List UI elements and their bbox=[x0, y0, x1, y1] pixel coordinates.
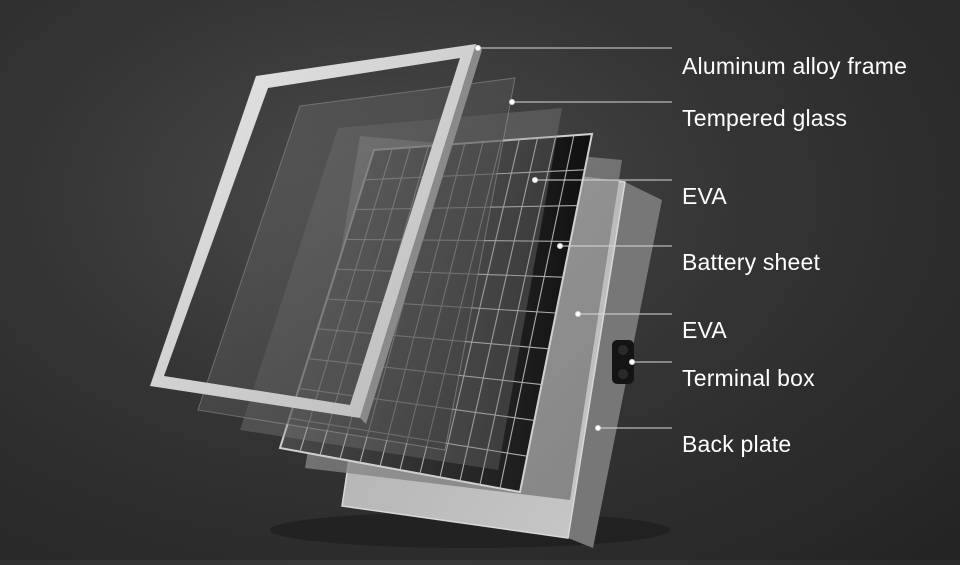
callout-dot bbox=[595, 425, 601, 431]
callout-lines bbox=[475, 45, 672, 431]
terminal-box-body bbox=[612, 340, 634, 384]
terminal-box bbox=[612, 340, 634, 384]
label-tempered-glass: Tempered glass bbox=[682, 105, 848, 131]
terminal-connector-bottom bbox=[618, 369, 628, 379]
callout-dot bbox=[532, 177, 538, 183]
label-eva-top: EVA bbox=[682, 183, 727, 209]
terminal-connector-top bbox=[618, 345, 628, 355]
callout-dot bbox=[629, 359, 635, 365]
callout-dot bbox=[575, 311, 581, 317]
callout-dot bbox=[557, 243, 563, 249]
label-terminal-box: Terminal box bbox=[682, 365, 815, 391]
callout-dot bbox=[509, 99, 515, 105]
aluminum-frame-edge bbox=[360, 44, 482, 424]
callout-dot bbox=[475, 45, 481, 51]
aluminum-frame bbox=[150, 44, 476, 418]
label-eva-bottom: EVA bbox=[682, 317, 727, 343]
label-battery-sheet: Battery sheet bbox=[682, 249, 821, 275]
label-back-plate: Back plate bbox=[682, 431, 792, 457]
aluminum-frame-layer bbox=[150, 44, 482, 424]
label-aluminum-alloy-frame: Aluminum alloy frame bbox=[682, 53, 908, 79]
